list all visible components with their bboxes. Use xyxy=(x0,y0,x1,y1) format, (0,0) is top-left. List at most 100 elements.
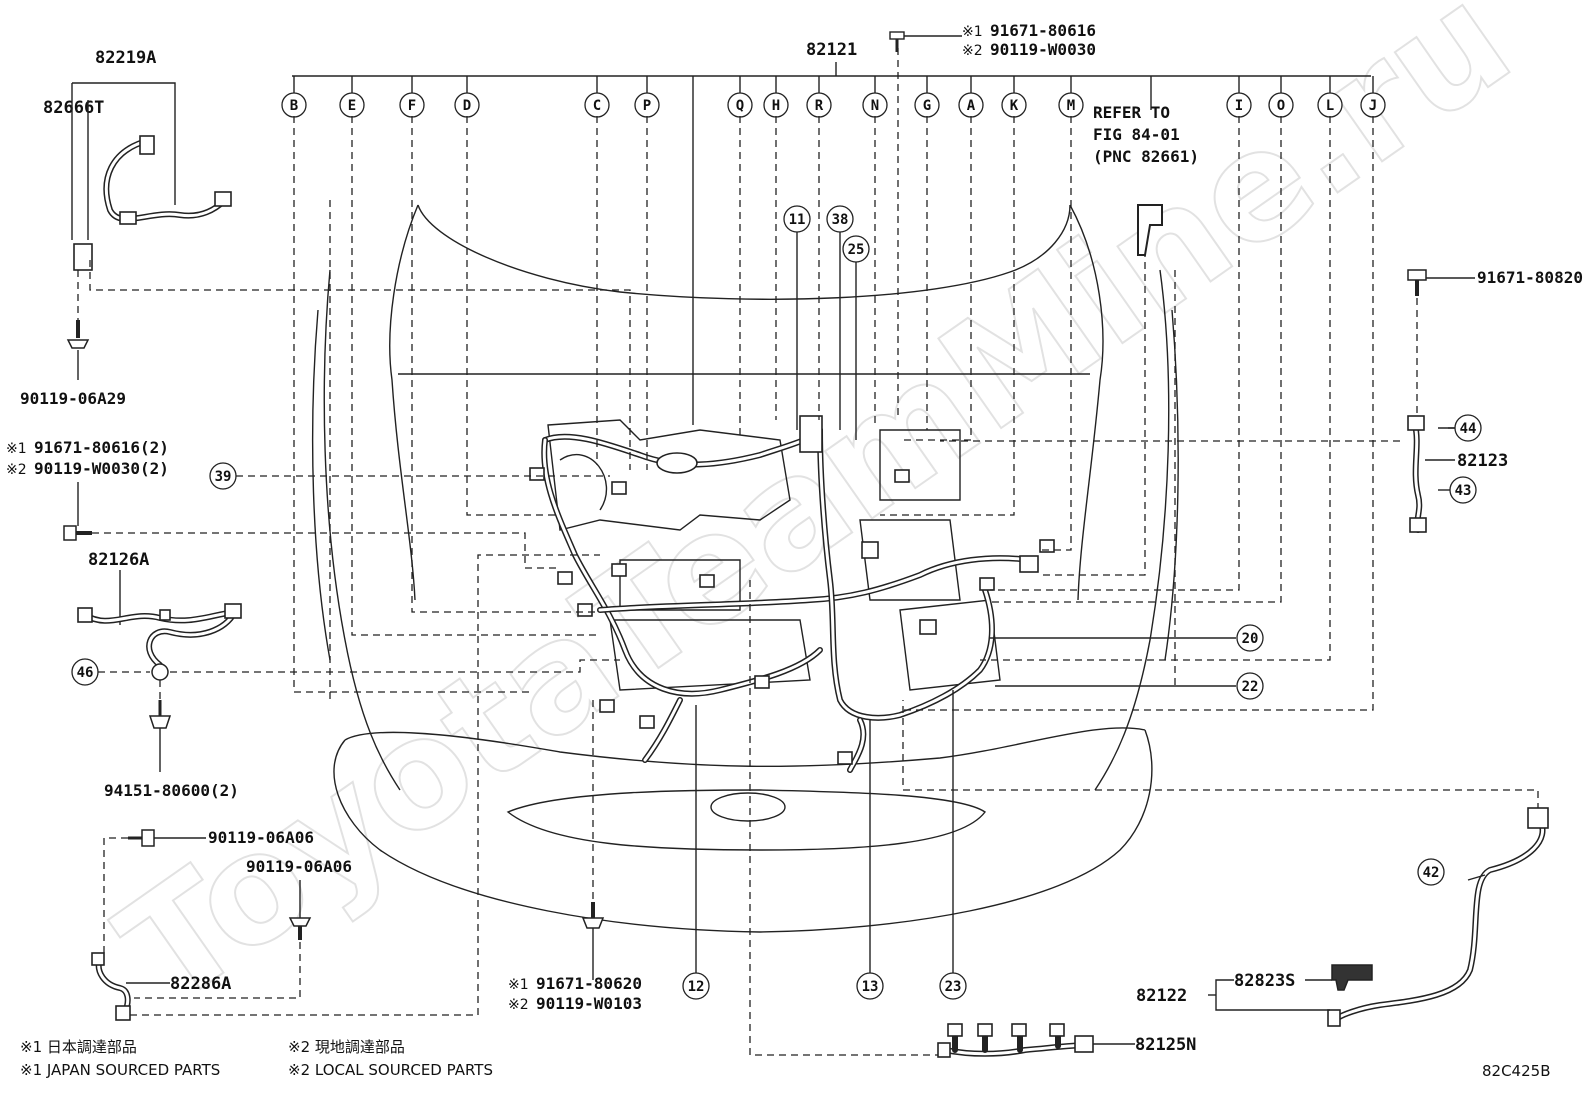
main-harness-label: 82121 xyxy=(806,40,857,60)
callout-44: 44 xyxy=(1454,414,1482,442)
callout-22: 22 xyxy=(1236,672,1264,700)
letter-marker-o: O xyxy=(1277,98,1285,114)
right-callout-leaders xyxy=(990,427,1455,687)
callout-13: 13 xyxy=(856,972,884,1000)
refer-bracket-icon xyxy=(1137,204,1163,256)
callout-25-text: 25 xyxy=(848,242,865,258)
callout-22-text: 22 xyxy=(1242,679,1259,695)
callout-20-text: 20 xyxy=(1242,631,1259,647)
refer-line2: FIG 84-01 xyxy=(1093,125,1180,144)
letter-marker-l: L xyxy=(1326,98,1334,114)
right-bracket-group: 82123 xyxy=(940,415,1508,533)
legend-en2: ※2 LOCAL SOURCED PARTS xyxy=(288,1061,493,1079)
left-bottom-bolt1-icon xyxy=(128,829,155,847)
right-sub-label: 82823S xyxy=(1234,971,1295,991)
callout-25: 25 xyxy=(842,235,870,263)
left-mid-part2: 90119-W0030(2) xyxy=(34,459,169,478)
vehicle-outline xyxy=(311,204,1179,933)
left-harness-label: 82126A xyxy=(88,550,149,570)
letter-marker-i: I xyxy=(1235,98,1243,114)
callout-43-text: 43 xyxy=(1455,483,1472,499)
bottom-callout-leaders xyxy=(695,690,954,973)
callout-44-text: 44 xyxy=(1460,421,1477,437)
left-top-bolt-label: 90119-06A29 xyxy=(20,389,126,408)
callout-39-text: 39 xyxy=(215,469,232,485)
right-bolt-label: 91671-80820 xyxy=(1477,268,1583,287)
callout-20: 20 xyxy=(1236,624,1264,652)
letter-marker-j: J xyxy=(1369,98,1377,114)
figure-code: 82C425B xyxy=(1482,1062,1550,1080)
left-mid-part1: 91671-80616(2) xyxy=(34,438,169,457)
letter-leaders xyxy=(293,48,1374,711)
callouts: 11 38 25 39 44 43 46 20 xyxy=(71,205,1482,1000)
letter-marker-c: C xyxy=(593,98,601,114)
top-bolt-part2: 90119-W0030 xyxy=(990,40,1096,59)
left-mid-mark1: ※1 xyxy=(6,441,27,457)
callout-46: 46 xyxy=(71,658,99,686)
left-harness-clip-label: 94151-80600(2) xyxy=(104,781,239,800)
letter-marker-m: M xyxy=(1067,98,1075,114)
connector-icon xyxy=(1074,1035,1094,1053)
left-top-group: 82219A 82666T 90119-06A29 xyxy=(20,48,631,470)
right-bolt-group: 91671-80820 xyxy=(1407,268,1583,418)
callout-23: 23 xyxy=(939,972,967,1000)
legend-en1: ※1 JAPAN SOURCED PARTS xyxy=(20,1061,220,1079)
letter-marker-g: G xyxy=(923,98,931,114)
left-bottom-bolt2-icon xyxy=(288,917,312,940)
bottom-bolt-part2: 90119-W0103 xyxy=(536,994,642,1013)
left-bottom-part-label: 82286A xyxy=(170,974,231,994)
letter-marker-e: E xyxy=(348,98,356,114)
connector-82125n-group: 82125N xyxy=(749,580,1196,1058)
left-mid-group: ※1 91671-80616(2) ※2 90119-W0030(2) xyxy=(6,438,560,569)
left-mid-mark2: ※2 xyxy=(6,462,27,478)
right-bracket-label: 82123 xyxy=(1457,451,1508,471)
letter-marker-n: N xyxy=(871,98,879,114)
harness-connector-icon xyxy=(139,135,155,155)
bottom-bolt-icon xyxy=(581,902,605,929)
callout-42: 42 xyxy=(1417,858,1445,886)
bottom-bolt-mark1: ※1 xyxy=(508,977,529,993)
letter-marker-r: R xyxy=(815,98,824,114)
letter-marker-p: P xyxy=(643,98,651,114)
callout-42-text: 42 xyxy=(1423,865,1440,881)
legend-jp1: ※1 日本調達部品 xyxy=(20,1038,137,1056)
top-bolt-group: ※1 91671-80616 ※2 90119-W0030 xyxy=(889,21,1096,59)
callout-12: 12 xyxy=(682,972,710,1000)
left-top-bolt-icon xyxy=(66,320,90,349)
top-bolt-part1: 91671-80616 xyxy=(990,21,1096,40)
top-bolt-mark2: ※2 xyxy=(962,43,983,59)
right-assembly-group: 82823S 82122 xyxy=(902,700,1549,1027)
callout-43: 43 xyxy=(1449,476,1477,504)
callout-11: 11 xyxy=(783,205,811,233)
left-bottom-group: 90119-06A06 90119-06A06 82286A xyxy=(91,554,600,1021)
bottom-bolt-mark2: ※2 xyxy=(508,997,529,1013)
left-top-sub-label: 82666T xyxy=(43,98,104,118)
left-top-assembly-label: 82219A xyxy=(95,48,156,68)
left-bottom-bolt1-label: 90119-06A06 xyxy=(208,828,314,847)
refer-line3: (PNC 82661) xyxy=(1093,147,1199,166)
left-bottom-bolt2-label: 90119-06A06 xyxy=(246,857,352,876)
top-bolt-mark1: ※1 xyxy=(962,24,983,40)
letter-marker-a: A xyxy=(967,98,976,114)
refer-note: REFER TO FIG 84-01 (PNC 82661) xyxy=(1093,103,1199,256)
letter-marker-k: K xyxy=(1010,98,1019,114)
main-harness xyxy=(529,415,1055,773)
callout-39: 39 xyxy=(209,462,237,490)
sensor-icon xyxy=(1331,964,1373,991)
legend-jp2: ※2 現地調達部品 xyxy=(288,1038,405,1056)
callout-11-text: 11 xyxy=(789,212,806,228)
letter-marker-q: Q xyxy=(736,98,744,114)
callout-46-text: 46 xyxy=(77,665,94,681)
callout-38: 38 xyxy=(826,205,854,233)
connector-82125n-label: 82125N xyxy=(1135,1035,1196,1055)
right-assembly-label: 82122 xyxy=(1136,986,1187,1006)
legend: ※1 日本調達部品 ※2 現地調達部品 ※1 JAPAN SOURCED PAR… xyxy=(20,1038,493,1079)
bottom-bolt-part1: 91671-80620 xyxy=(536,974,642,993)
bottom-bolt-group: ※1 91671-80620 ※2 90119-W0103 xyxy=(508,700,642,1013)
callout-13-text: 13 xyxy=(862,979,879,995)
letter-marker-h: H xyxy=(772,98,780,114)
callout-38-text: 38 xyxy=(832,212,849,228)
